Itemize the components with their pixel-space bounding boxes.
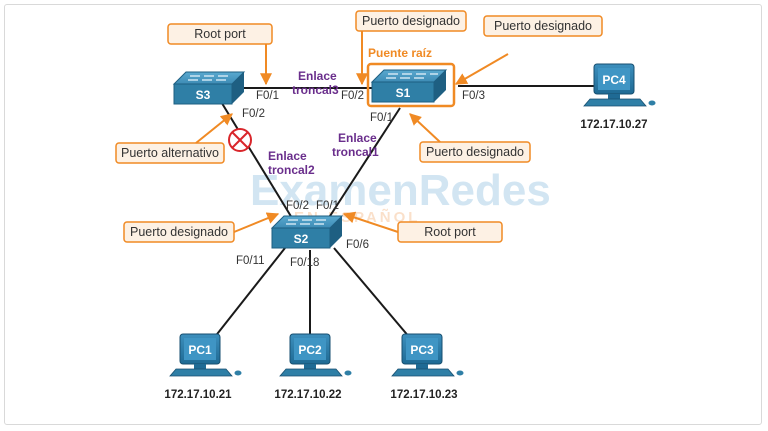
switch-s3-label: S3: [196, 88, 211, 102]
port-s1-f02: F0/2: [341, 90, 364, 102]
port-s2-f011: F0/11: [236, 255, 265, 267]
callout-s3-root-port-text: Root port: [194, 27, 246, 41]
switch-s1[interactable]: S1: [366, 62, 456, 108]
link-label-trunk2-line2: troncal2: [268, 163, 315, 177]
link-labels: Enlace troncal3 Enlace troncal2 Enlace t…: [268, 69, 379, 177]
link-label-trunk3-line1: Enlace: [298, 69, 337, 83]
port-s3-f02: F0/2: [242, 108, 265, 120]
port-s1-f01: F0/1: [370, 112, 393, 124]
callout-s2-root-port-text: Root port: [424, 225, 476, 239]
callout-s1-designated-bottom-text: Puerto designado: [426, 145, 524, 159]
pc4-ip: 172.17.10.27: [580, 119, 647, 131]
switch-s3[interactable]: S3: [172, 71, 246, 105]
callout-s2-root-port: Root port: [342, 211, 503, 243]
pc2-label: PC2: [298, 343, 322, 357]
callout-s3-alternate-text: Puerto alternativo: [121, 146, 219, 160]
port-s2-f02: F0/2: [286, 200, 309, 212]
callout-s2-designated: Puerto designado: [123, 212, 280, 243]
link-label-trunk1-line2: troncal1: [332, 145, 379, 159]
pc1-ip: 172.17.10.21: [164, 389, 232, 401]
port-s1-f03: F0/3: [462, 90, 485, 102]
callout-s1-designated-bottom: Puerto designado: [409, 113, 531, 163]
port-s2-f01: F0/1: [316, 200, 339, 212]
watermark-line1: ExamenRedes: [250, 166, 551, 215]
callout-s3-alternate: Puerto alternativo: [115, 113, 233, 164]
switch-s1-label: S1: [396, 86, 411, 100]
pc4[interactable]: PC4: [583, 63, 656, 107]
pc2-ip: 172.17.10.22: [274, 389, 341, 401]
port-s2-f06: F0/6: [346, 239, 369, 251]
link-s1-s2: [329, 107, 401, 217]
link-s2-pc3: [333, 247, 411, 339]
link-s2-pc1: [213, 247, 286, 339]
pc3-ip: 172.17.10.23: [390, 389, 457, 401]
callout-s2-designated-text: Puerto designado: [130, 225, 228, 239]
link-label-trunk3-line2: troncal3: [292, 83, 339, 97]
pc2[interactable]: PC2: [279, 333, 352, 377]
callout-s1-designated-right-text: Puerto designado: [494, 19, 592, 33]
pc1-label: PC1: [188, 343, 212, 357]
link-label-trunk2-line1: Enlace: [268, 149, 307, 163]
port-s2-f018: F0/18: [290, 257, 319, 269]
callout-s1-designated-top: Puerto designado: [355, 10, 467, 86]
link-label-trunk1-line1: Enlace: [338, 131, 377, 145]
pc3[interactable]: PC3: [391, 333, 464, 377]
port-labels: F0/1 F0/2 F0/2 F0/1 F0/3 F0/2 F0/1 F0/6 …: [236, 90, 485, 269]
callout-s3-root-port: Root port: [167, 23, 273, 86]
callout-s1-designated-right: Puerto designado: [454, 15, 603, 85]
blocked-port-icon: [228, 128, 252, 152]
pc4-label: PC4: [602, 73, 626, 87]
switch-s2[interactable]: S2: [270, 215, 344, 249]
port-s3-f01: F0/1: [256, 90, 279, 102]
switch-s2-label: S2: [294, 232, 309, 246]
callout-s1-designated-top-text: Puerto designado: [362, 14, 460, 28]
pc1[interactable]: PC1: [169, 333, 242, 377]
root-bridge-label: Puente raíz: [368, 46, 432, 60]
pc3-label: PC3: [410, 343, 434, 357]
